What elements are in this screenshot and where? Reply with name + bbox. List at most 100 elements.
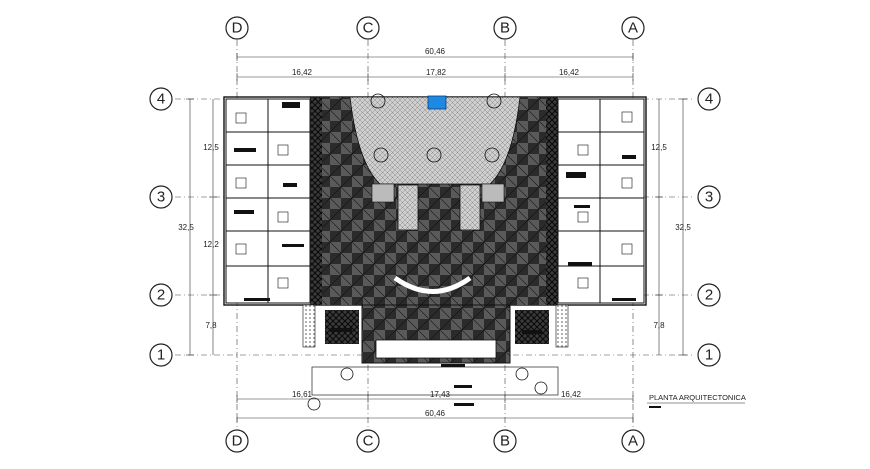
bubble-label: 4 bbox=[705, 91, 713, 108]
entrance-area bbox=[302, 304, 569, 411]
tree-icon bbox=[515, 367, 529, 381]
bubble-label: 4 bbox=[157, 91, 165, 108]
office-room bbox=[557, 230, 601, 267]
bubble-label: B bbox=[500, 433, 510, 450]
dimension-bottom-right: 16,42 bbox=[561, 390, 582, 399]
bubble-label: D bbox=[232, 433, 243, 450]
corridor-left bbox=[310, 97, 322, 305]
office-room bbox=[225, 230, 269, 267]
dimension-right-2-1: 7,8 bbox=[653, 321, 665, 330]
office-room bbox=[267, 131, 311, 166]
chair-icon bbox=[277, 277, 289, 289]
chair-icon bbox=[621, 111, 633, 123]
drawing-title-text: PLANTA ARQUITECTONICA bbox=[649, 393, 746, 402]
bubble-col-b-bottom bbox=[493, 429, 517, 453]
chair-icon bbox=[577, 277, 589, 289]
desk-icon bbox=[566, 172, 586, 178]
stair-right bbox=[459, 184, 481, 231]
dimension-right-total: 32,5 bbox=[675, 223, 691, 232]
office-room bbox=[557, 98, 601, 133]
sign-mark bbox=[454, 385, 472, 388]
chair-icon bbox=[235, 243, 247, 255]
elevator-left bbox=[371, 183, 395, 203]
dimension-top-left: 16,42 bbox=[292, 68, 313, 77]
reception-desk bbox=[393, 275, 472, 294]
dimension-left-3-2: 12,2 bbox=[203, 240, 219, 249]
desk-icon bbox=[234, 210, 254, 214]
drawing-title: PLANTA ARQUITECTONICA bbox=[647, 393, 746, 408]
bubble-row-3-right bbox=[697, 185, 721, 209]
desk-icon bbox=[622, 155, 636, 159]
office-room bbox=[267, 164, 311, 199]
row-bubbles-left: 4 3 2 1 bbox=[149, 87, 173, 367]
office-room bbox=[267, 197, 311, 232]
bubble-col-c-bottom bbox=[356, 429, 380, 453]
sign-mark bbox=[441, 364, 465, 367]
dimension-top-right: 16,42 bbox=[559, 68, 580, 77]
bubble-col-a-top bbox=[621, 16, 645, 40]
bubble-row-4-right bbox=[697, 87, 721, 111]
desk-icon bbox=[612, 298, 636, 301]
atrium-lobby bbox=[349, 96, 521, 185]
bubble-label: B bbox=[500, 20, 510, 37]
office-room bbox=[557, 265, 601, 304]
desk-icon bbox=[283, 183, 297, 187]
bubble-label: A bbox=[628, 433, 638, 450]
dimension-left-4-3: 12,5 bbox=[203, 143, 219, 152]
ramp-left bbox=[302, 304, 316, 348]
planter-icon bbox=[426, 147, 442, 163]
ramp-right bbox=[555, 304, 569, 348]
entrance-doors bbox=[375, 339, 497, 359]
planter-icon bbox=[484, 147, 500, 163]
bench-icon bbox=[522, 330, 542, 334]
desk-icon bbox=[234, 148, 256, 152]
chair-icon bbox=[621, 177, 633, 189]
terrace-left bbox=[325, 310, 359, 344]
office-room bbox=[599, 131, 645, 166]
dimension-left-2-1: 7,8 bbox=[205, 321, 217, 330]
bubble-label: D bbox=[232, 20, 243, 37]
right-dimensions: 32,5 12,5 7,8 bbox=[651, 98, 691, 356]
office-room bbox=[225, 98, 269, 133]
bubble-col-d-top bbox=[225, 16, 249, 40]
row-bubbles-right: 4 3 2 1 bbox=[697, 87, 721, 367]
bubble-col-c-top bbox=[356, 16, 380, 40]
office-room bbox=[557, 164, 601, 199]
bubble-col-a-bottom bbox=[621, 429, 645, 453]
office-room bbox=[267, 265, 311, 304]
chair-icon bbox=[577, 211, 589, 223]
central-hall bbox=[320, 93, 548, 305]
planter-icon bbox=[370, 93, 386, 109]
bubble-row-2-left bbox=[149, 283, 173, 307]
bubble-label: 3 bbox=[705, 189, 713, 206]
chair-icon bbox=[577, 144, 589, 156]
dimension-top-center: 17,82 bbox=[426, 68, 447, 77]
bubble-label: 2 bbox=[705, 287, 713, 304]
desk-icon bbox=[244, 298, 270, 301]
left-office-wing bbox=[225, 98, 311, 304]
tree-icon bbox=[340, 367, 354, 381]
office-room bbox=[225, 197, 269, 232]
terrace-right bbox=[515, 310, 549, 344]
column-bubbles-bottom: D C B A bbox=[225, 429, 645, 453]
planter-icon bbox=[373, 147, 389, 163]
bubble-label: 1 bbox=[705, 347, 713, 364]
desk-icon bbox=[568, 262, 592, 266]
bubble-col-b-top bbox=[493, 16, 517, 40]
stair-left bbox=[397, 184, 419, 231]
chair-icon bbox=[277, 144, 289, 156]
scale-mark bbox=[649, 406, 661, 408]
bubble-label: 2 bbox=[157, 287, 165, 304]
desk-icon bbox=[282, 102, 300, 108]
desk-icon bbox=[282, 244, 304, 247]
office-room bbox=[267, 230, 311, 267]
bubble-label: C bbox=[363, 433, 374, 450]
right-office-wing bbox=[557, 98, 645, 304]
plaza-outline bbox=[311, 366, 559, 396]
tree-icon bbox=[307, 397, 321, 411]
bubble-col-d-bottom bbox=[225, 429, 249, 453]
bubble-row-4-left bbox=[149, 87, 173, 111]
office-room bbox=[557, 197, 601, 232]
tree-icon bbox=[534, 381, 548, 395]
planter-icon bbox=[486, 93, 502, 109]
